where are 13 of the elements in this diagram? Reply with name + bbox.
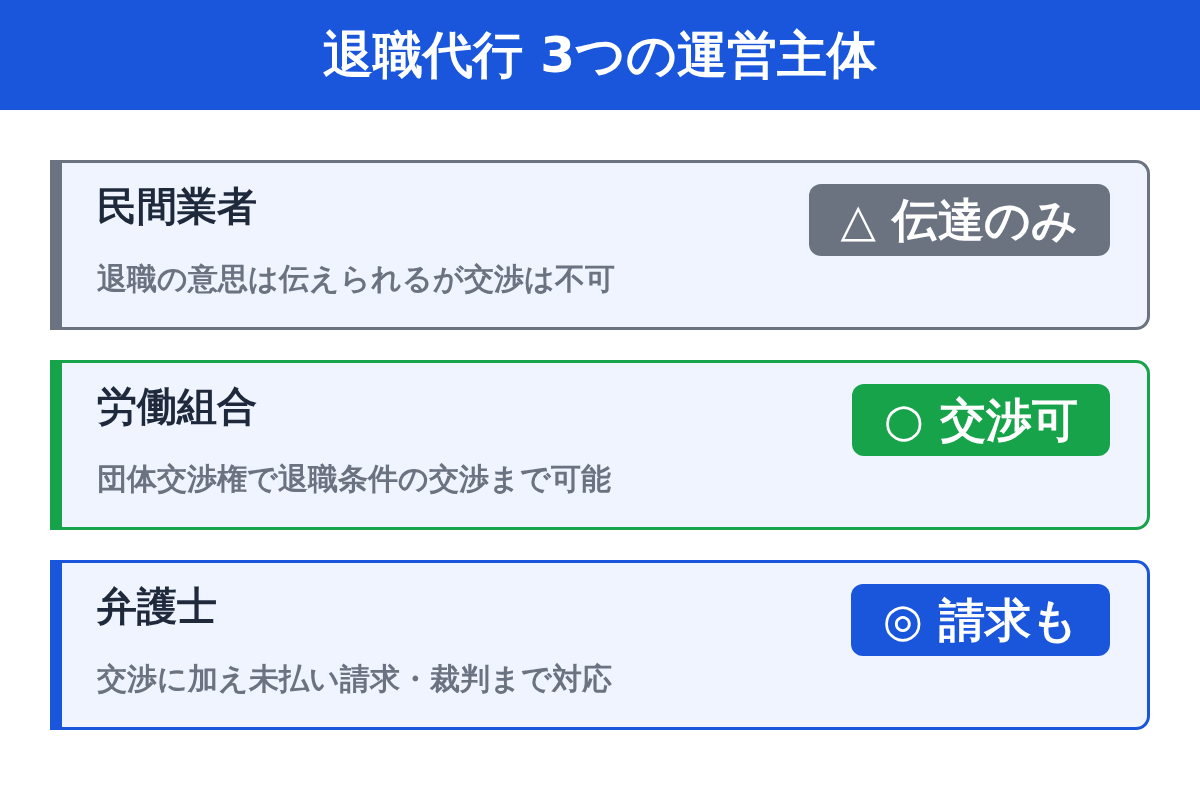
- category-card: [50, 360, 1150, 530]
- card-description: 退職の意思は伝えられるが交渉は不可: [97, 260, 615, 298]
- card-heading: 労働組合: [97, 382, 257, 431]
- status-badge: △ 伝達のみ: [808, 184, 1110, 256]
- page-title: 退職代行 3つの運営主体: [322, 25, 878, 85]
- category-card: [50, 160, 1150, 330]
- card-heading: 弁護士: [97, 582, 217, 631]
- status-badge: ◎ 請求も: [850, 584, 1110, 656]
- card-description: 交渉に加え未払い請求・裁判まで対応: [97, 660, 612, 698]
- card-heading: 民間業者: [97, 182, 257, 231]
- card-description: 団体交渉権で退職条件の交渉まで可能: [97, 460, 611, 498]
- category-card: [50, 560, 1150, 730]
- status-badge: ○ 交渉可: [851, 384, 1110, 456]
